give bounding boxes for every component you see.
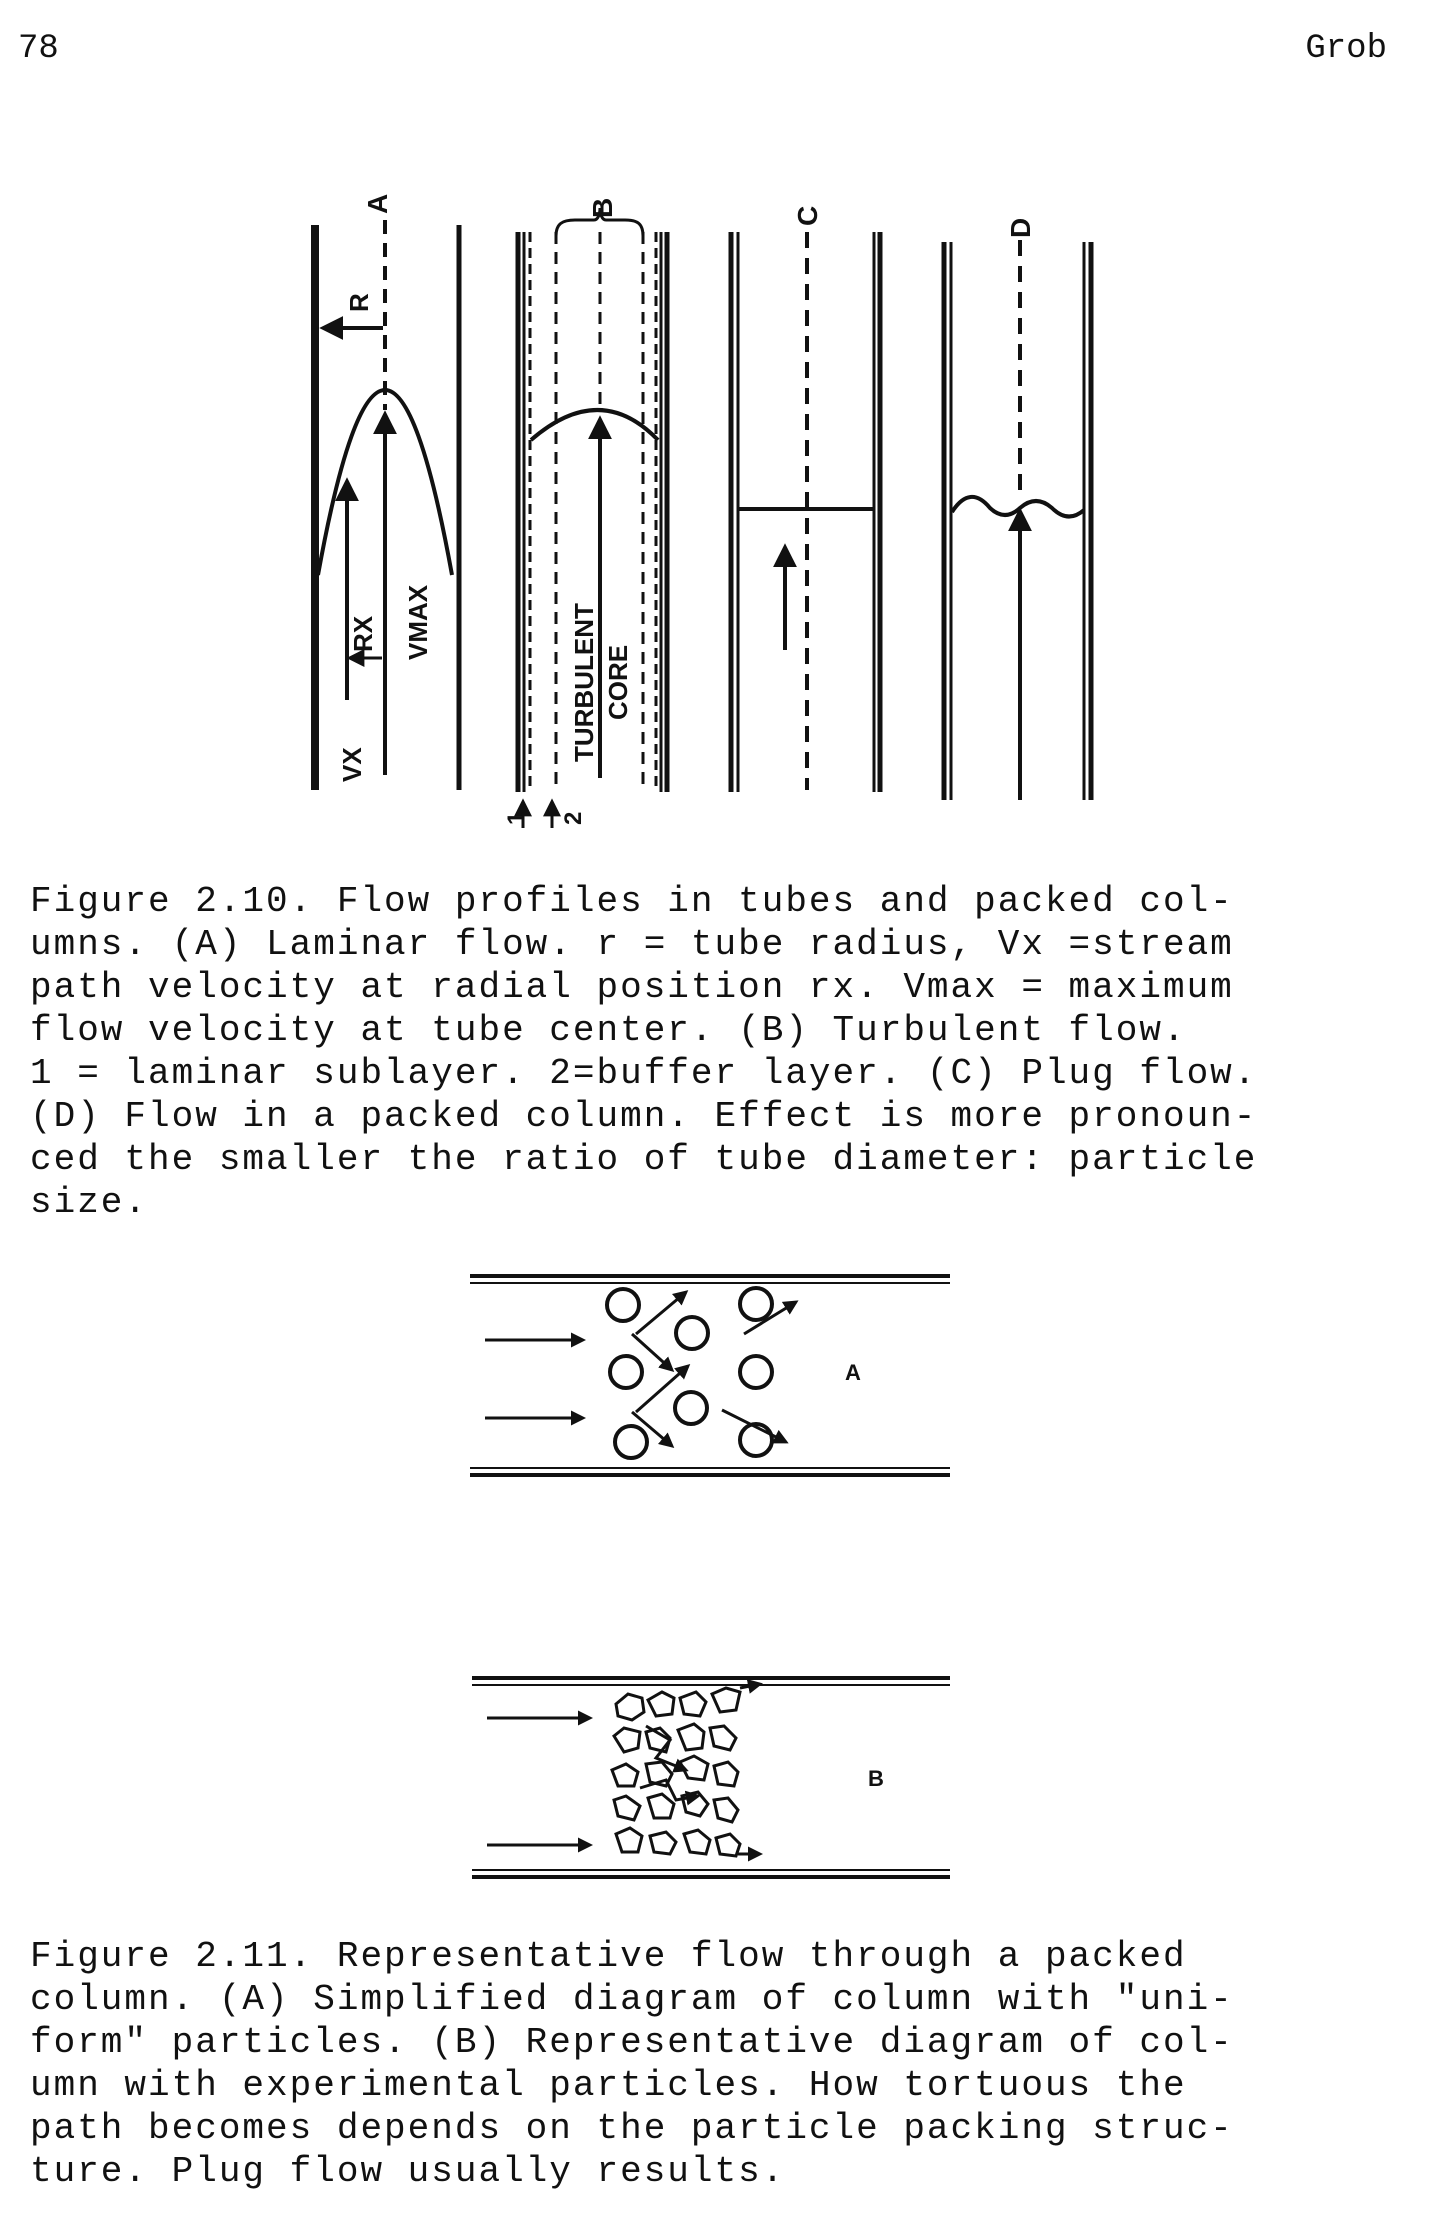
particle [673, 1390, 709, 1426]
particle [710, 1686, 742, 1714]
caption-line: Figure 2.11. Representative flow through… [30, 1936, 1187, 1977]
particle [613, 1424, 649, 1460]
particle [646, 1792, 676, 1820]
particle [738, 1354, 774, 1390]
caption-line: (D) Flow in a packed column. Effect is m… [30, 1096, 1258, 1137]
panel-a-laminar: A R RX VMAX VX [311, 194, 462, 790]
particle [714, 1832, 742, 1858]
label-vx: VX [337, 747, 367, 782]
particle [612, 1794, 642, 1822]
flat-profile [529, 408, 660, 442]
tube-walls [472, 1676, 950, 1879]
figure-2-11-a: A [470, 1274, 950, 1477]
core-brace [554, 207, 645, 237]
particle [608, 1354, 644, 1390]
caption-line: umns. (A) Laminar flow. r = tube radius,… [30, 924, 1234, 965]
panel-b-turbulent: B TURBULENT CORE 1 2 [503, 198, 670, 828]
caption-line: Figure 2.10. Flow profiles in tubes and … [30, 881, 1234, 922]
particle [676, 1722, 706, 1752]
figure-2-10-caption: Figure 2.10. Flow profiles in tubes and … [30, 880, 1410, 1224]
irregular-particles [610, 1686, 742, 1858]
core-label-line1: TURBULENT [569, 603, 599, 762]
caption-line: path becomes depends on the particle pac… [30, 2108, 1234, 2149]
caption-line: ced the smaller the ratio of tube diamet… [30, 1139, 1258, 1180]
caption-line: umn with experimental particles. How tor… [30, 2065, 1187, 2106]
particle [644, 1760, 674, 1788]
particle [677, 1754, 710, 1782]
particle [610, 1762, 640, 1788]
caption-line: form" particles. (B) Representative diag… [30, 2022, 1234, 2063]
label-b: B [868, 1766, 884, 1791]
particle [614, 1826, 644, 1854]
particle [738, 1286, 774, 1322]
label-c: C [792, 206, 823, 226]
particle [682, 1828, 712, 1856]
figure-2-11-b: B [472, 1676, 950, 1879]
tube-walls [470, 1274, 950, 1477]
label-vmax: VMAX [403, 584, 433, 660]
caption-line: flow velocity at tube center. (B) Turbul… [30, 1010, 1187, 1051]
tortuous-flow-paths [639, 1678, 763, 1862]
label-buffer: 2 [560, 812, 587, 825]
figure-2-11-caption: Figure 2.11. Representative flow through… [30, 1935, 1410, 2193]
particle [648, 1830, 678, 1856]
running-head: Grob [1305, 30, 1387, 68]
caption-line: size. [30, 1182, 149, 1223]
page-number: 78 [18, 30, 59, 68]
panel-d-packed: D [941, 218, 1094, 800]
label-a: A [362, 194, 393, 214]
figure-2-10: A R RX VMAX VX B TURBULENT CORE 1 2 [311, 194, 1094, 828]
particle [738, 1422, 774, 1458]
particle [646, 1690, 676, 1718]
caption-line: path velocity at radial position rx. Vma… [30, 967, 1234, 1008]
core-label-line2: CORE [603, 645, 633, 720]
label-sublayer: 1 [503, 812, 530, 825]
label-rx: RX [348, 615, 378, 652]
label-a: A [845, 1360, 861, 1385]
particle [712, 1796, 740, 1824]
particle [678, 1690, 708, 1718]
particle [712, 1760, 740, 1788]
particle [708, 1724, 738, 1752]
label-d: D [1005, 218, 1036, 238]
caption-line: 1 = laminar sublayer. 2=buffer layer. (C… [30, 1053, 1258, 1094]
particle [612, 1726, 642, 1754]
label-b: B [587, 198, 618, 218]
flow-paths [630, 1290, 799, 1448]
particle [605, 1287, 641, 1323]
panel-c-plug: C [728, 206, 883, 792]
particle [614, 1692, 646, 1722]
particle [674, 1315, 710, 1351]
tube-wall-left [311, 225, 319, 790]
caption-line: column. (A) Simplified diagram of column… [30, 1979, 1234, 2020]
particles [605, 1286, 774, 1460]
caption-line: ture. Plug flow usually results. [30, 2151, 786, 2192]
label-r: R [344, 293, 374, 312]
